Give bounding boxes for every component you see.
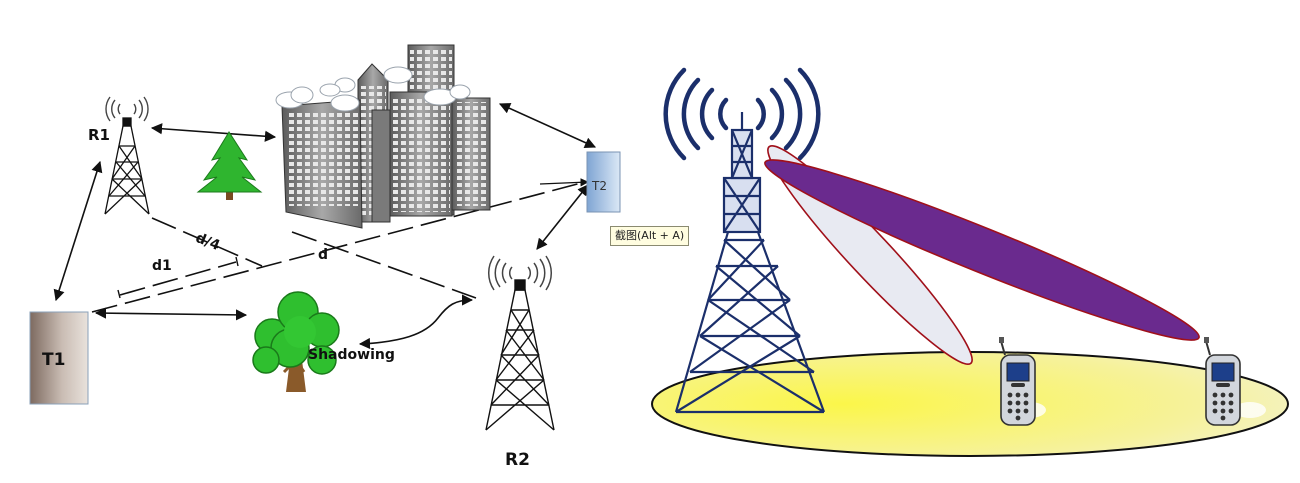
label-d: d — [318, 247, 328, 263]
t1-terminal — [29, 311, 89, 405]
label-t2: T2 — [591, 179, 607, 193]
arrows — [53, 103, 597, 350]
tree-icon — [252, 291, 340, 392]
beam-purple — [764, 159, 1200, 341]
right-diagram — [651, 67, 1289, 457]
dashed-paths — [91, 181, 586, 313]
signal-wave-icon — [663, 67, 821, 161]
label-t1: T1 — [42, 350, 65, 370]
mobile-phone-icon — [999, 337, 1036, 426]
d1-tick — [117, 289, 121, 299]
building-icon — [281, 44, 491, 229]
tower-icon — [674, 112, 826, 414]
tower-icon — [485, 279, 555, 431]
tower-icon — [104, 117, 150, 215]
phone-shadow — [1234, 402, 1266, 418]
label-shadowing: Shadowing — [308, 347, 395, 363]
screenshot-tooltip: 截图(Alt + A) — [610, 226, 690, 246]
signal-wave-icon — [105, 96, 149, 122]
label-r2: R2 — [505, 450, 530, 470]
left-diagram: R1 R2 T1 T2 d d1 d/4 Shadowing — [29, 44, 621, 470]
t2-link-arrow — [539, 178, 589, 187]
label-d1: d1 — [152, 258, 172, 274]
label-r1: R1 — [88, 126, 110, 144]
mobile-phone-icon — [1204, 337, 1241, 426]
cloud-icon — [275, 66, 471, 112]
t2-terminal — [586, 151, 621, 213]
tree-icon — [196, 131, 263, 200]
label-d-quarter: d/4 — [193, 230, 222, 254]
d-quarter-tick — [235, 256, 239, 267]
